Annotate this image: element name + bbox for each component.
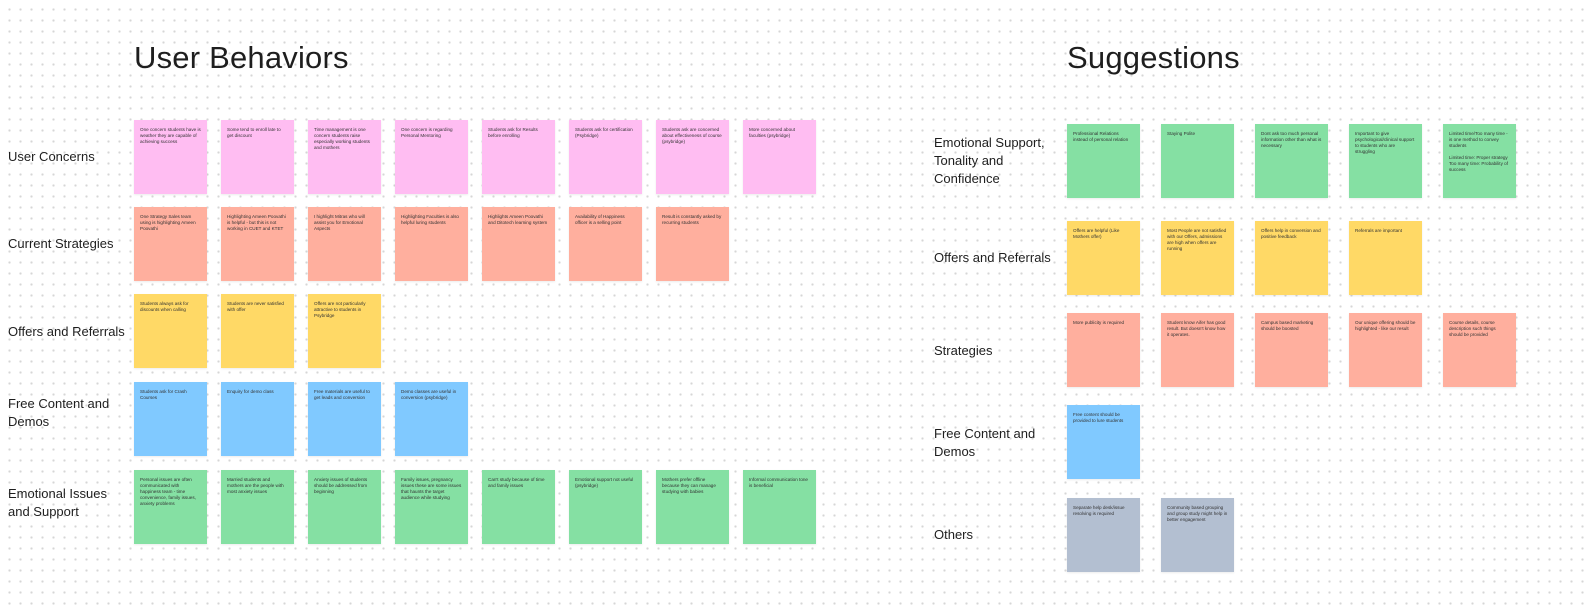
sticky-note[interactable]: Students are never satisfied with offer bbox=[221, 294, 294, 368]
sticky-note[interactable]: Dont ask too much personal information o… bbox=[1255, 124, 1328, 198]
sticky-note[interactable]: Offers are helpful (Like Mothers offer) bbox=[1067, 221, 1140, 295]
sticky-note[interactable]: Free content should be provided to lure … bbox=[1067, 405, 1140, 479]
sticky-note[interactable]: Informal communication tone is beneficia… bbox=[743, 470, 816, 544]
strategies-notes: More publicity is required Student know … bbox=[1067, 313, 1516, 387]
sticky-note[interactable]: Availability of Happiness officer is a s… bbox=[569, 207, 642, 281]
sticky-note[interactable]: Enquiry for demo class bbox=[221, 382, 294, 456]
sticky-note[interactable]: Staying Polite bbox=[1161, 124, 1234, 198]
sticky-note[interactable]: Highlighting Ameen Poovathi is helpful -… bbox=[221, 207, 294, 281]
others-notes: Separate help desk/issue resolving is re… bbox=[1067, 498, 1234, 572]
sticky-note[interactable]: Highlighting Faculties is also helpful l… bbox=[395, 207, 468, 281]
sticky-note[interactable]: I highlight Mitras who will assist you f… bbox=[308, 207, 381, 281]
row-label-offers-referrals: Offers and Referrals bbox=[8, 324, 125, 339]
sticky-note[interactable]: Personal issues are often communicated w… bbox=[134, 470, 207, 544]
sticky-note[interactable]: Campus based marketing should be boosted bbox=[1255, 313, 1328, 387]
sticky-note[interactable]: Most People are not satisfied with our O… bbox=[1161, 221, 1234, 295]
row-label-emotional-support: Emotional Support, Tonality and Confiden… bbox=[934, 135, 1045, 186]
suggestions-title: Suggestions bbox=[1067, 40, 1240, 75]
sticky-note[interactable]: Our unique offering should be highlighte… bbox=[1349, 313, 1422, 387]
row-label-emotional-issues: Emotional Issues and Support bbox=[8, 486, 107, 519]
sticky-note[interactable]: Married students and mothers are the peo… bbox=[221, 470, 294, 544]
sticky-note[interactable]: Anxiety issues of students should be add… bbox=[308, 470, 381, 544]
sticky-note[interactable]: Students ask for certification (Psybridg… bbox=[569, 120, 642, 194]
sticky-note[interactable]: Mothers prefer offline because they can … bbox=[656, 470, 729, 544]
emotional-issues-notes: Personal issues are often communicated w… bbox=[134, 470, 816, 544]
sticky-note[interactable]: Highlights Ameen Poovathi and Ditotech l… bbox=[482, 207, 555, 281]
current-strategies-notes: One Strategy Sales team using is highlig… bbox=[134, 207, 729, 281]
user-behaviors-title: User Behaviors bbox=[134, 40, 349, 75]
sticky-note[interactable]: Course details, course description such … bbox=[1443, 313, 1516, 387]
sticky-note[interactable]: Can't study because of time and family i… bbox=[482, 470, 555, 544]
sticky-note[interactable]: One concern is regarding Personal Mentor… bbox=[395, 120, 468, 194]
sticky-note[interactable]: Student know Aifer has good result. But … bbox=[1161, 313, 1234, 387]
free-content-suggestion-notes: Free content should be provided to lure … bbox=[1067, 405, 1140, 479]
sticky-note[interactable]: One Strategy Sales team using is highlig… bbox=[134, 207, 207, 281]
sticky-note[interactable]: Community based grouping and group study… bbox=[1161, 498, 1234, 572]
sticky-note[interactable]: Students ask for Crash Courses bbox=[134, 382, 207, 456]
sticky-note[interactable]: Referrals are important bbox=[1349, 221, 1422, 295]
sticky-note[interactable]: Students ask for Results before enrollin… bbox=[482, 120, 555, 194]
row-label-strategies: Strategies bbox=[934, 343, 993, 358]
free-content-demos-notes: Students ask for Crash Courses Enquiry f… bbox=[134, 382, 468, 456]
sticky-note[interactable]: Free materials are useful to get leads a… bbox=[308, 382, 381, 456]
sticky-note[interactable]: More publicity is required bbox=[1067, 313, 1140, 387]
sticky-note[interactable]: One concern students have is weather the… bbox=[134, 120, 207, 194]
sticky-note[interactable]: Emotional support not useful (psybridge) bbox=[569, 470, 642, 544]
row-label-free-content-suggestions: Free Content and Demos bbox=[934, 426, 1036, 459]
row-label-others: Others bbox=[934, 527, 974, 542]
sticky-note[interactable]: Offers are not particularly attractive t… bbox=[308, 294, 381, 368]
user-concerns-notes: One concern students have is weather the… bbox=[134, 120, 816, 194]
row-label-current-strategies: Current Strategies bbox=[8, 236, 114, 251]
sticky-note[interactable]: More concerned about faculties (psybridg… bbox=[743, 120, 816, 194]
emotional-support-notes: Professional Relations instead of person… bbox=[1067, 124, 1516, 198]
sticky-note[interactable]: Result is constantly asked by recurring … bbox=[656, 207, 729, 281]
sticky-note[interactable]: Offers help in conversion and positive f… bbox=[1255, 221, 1328, 295]
sticky-note[interactable]: Limited time/Too many time - is one meth… bbox=[1443, 124, 1516, 198]
offers-referrals-notes: Students always ask for discounts when c… bbox=[134, 294, 381, 368]
sticky-note[interactable]: Important to give psychological/clinical… bbox=[1349, 124, 1422, 198]
sticky-note[interactable]: Family issues, pregnancy issues these ar… bbox=[395, 470, 468, 544]
offers-referrals-suggestion-notes: Offers are helpful (Like Mothers offer) … bbox=[1067, 221, 1422, 295]
row-label-offers-referrals-suggestions: Offers and Referrals bbox=[934, 250, 1051, 265]
row-label-free-content-demos: Free Content and Demos bbox=[8, 396, 110, 429]
row-label-user-concerns: User Concerns bbox=[8, 149, 95, 164]
sticky-note[interactable]: Professional Relations instead of person… bbox=[1067, 124, 1140, 198]
sticky-note[interactable]: Time management is one concern students … bbox=[308, 120, 381, 194]
sticky-note[interactable]: Separate help desk/issue resolving is re… bbox=[1067, 498, 1140, 572]
sticky-note[interactable]: Some tend to enroll late to get discount bbox=[221, 120, 294, 194]
sticky-note[interactable]: Students always ask for discounts when c… bbox=[134, 294, 207, 368]
sticky-note[interactable]: Demo classes are useful in conversion (p… bbox=[395, 382, 468, 456]
sticky-note[interactable]: Students ask are concerned about effecti… bbox=[656, 120, 729, 194]
